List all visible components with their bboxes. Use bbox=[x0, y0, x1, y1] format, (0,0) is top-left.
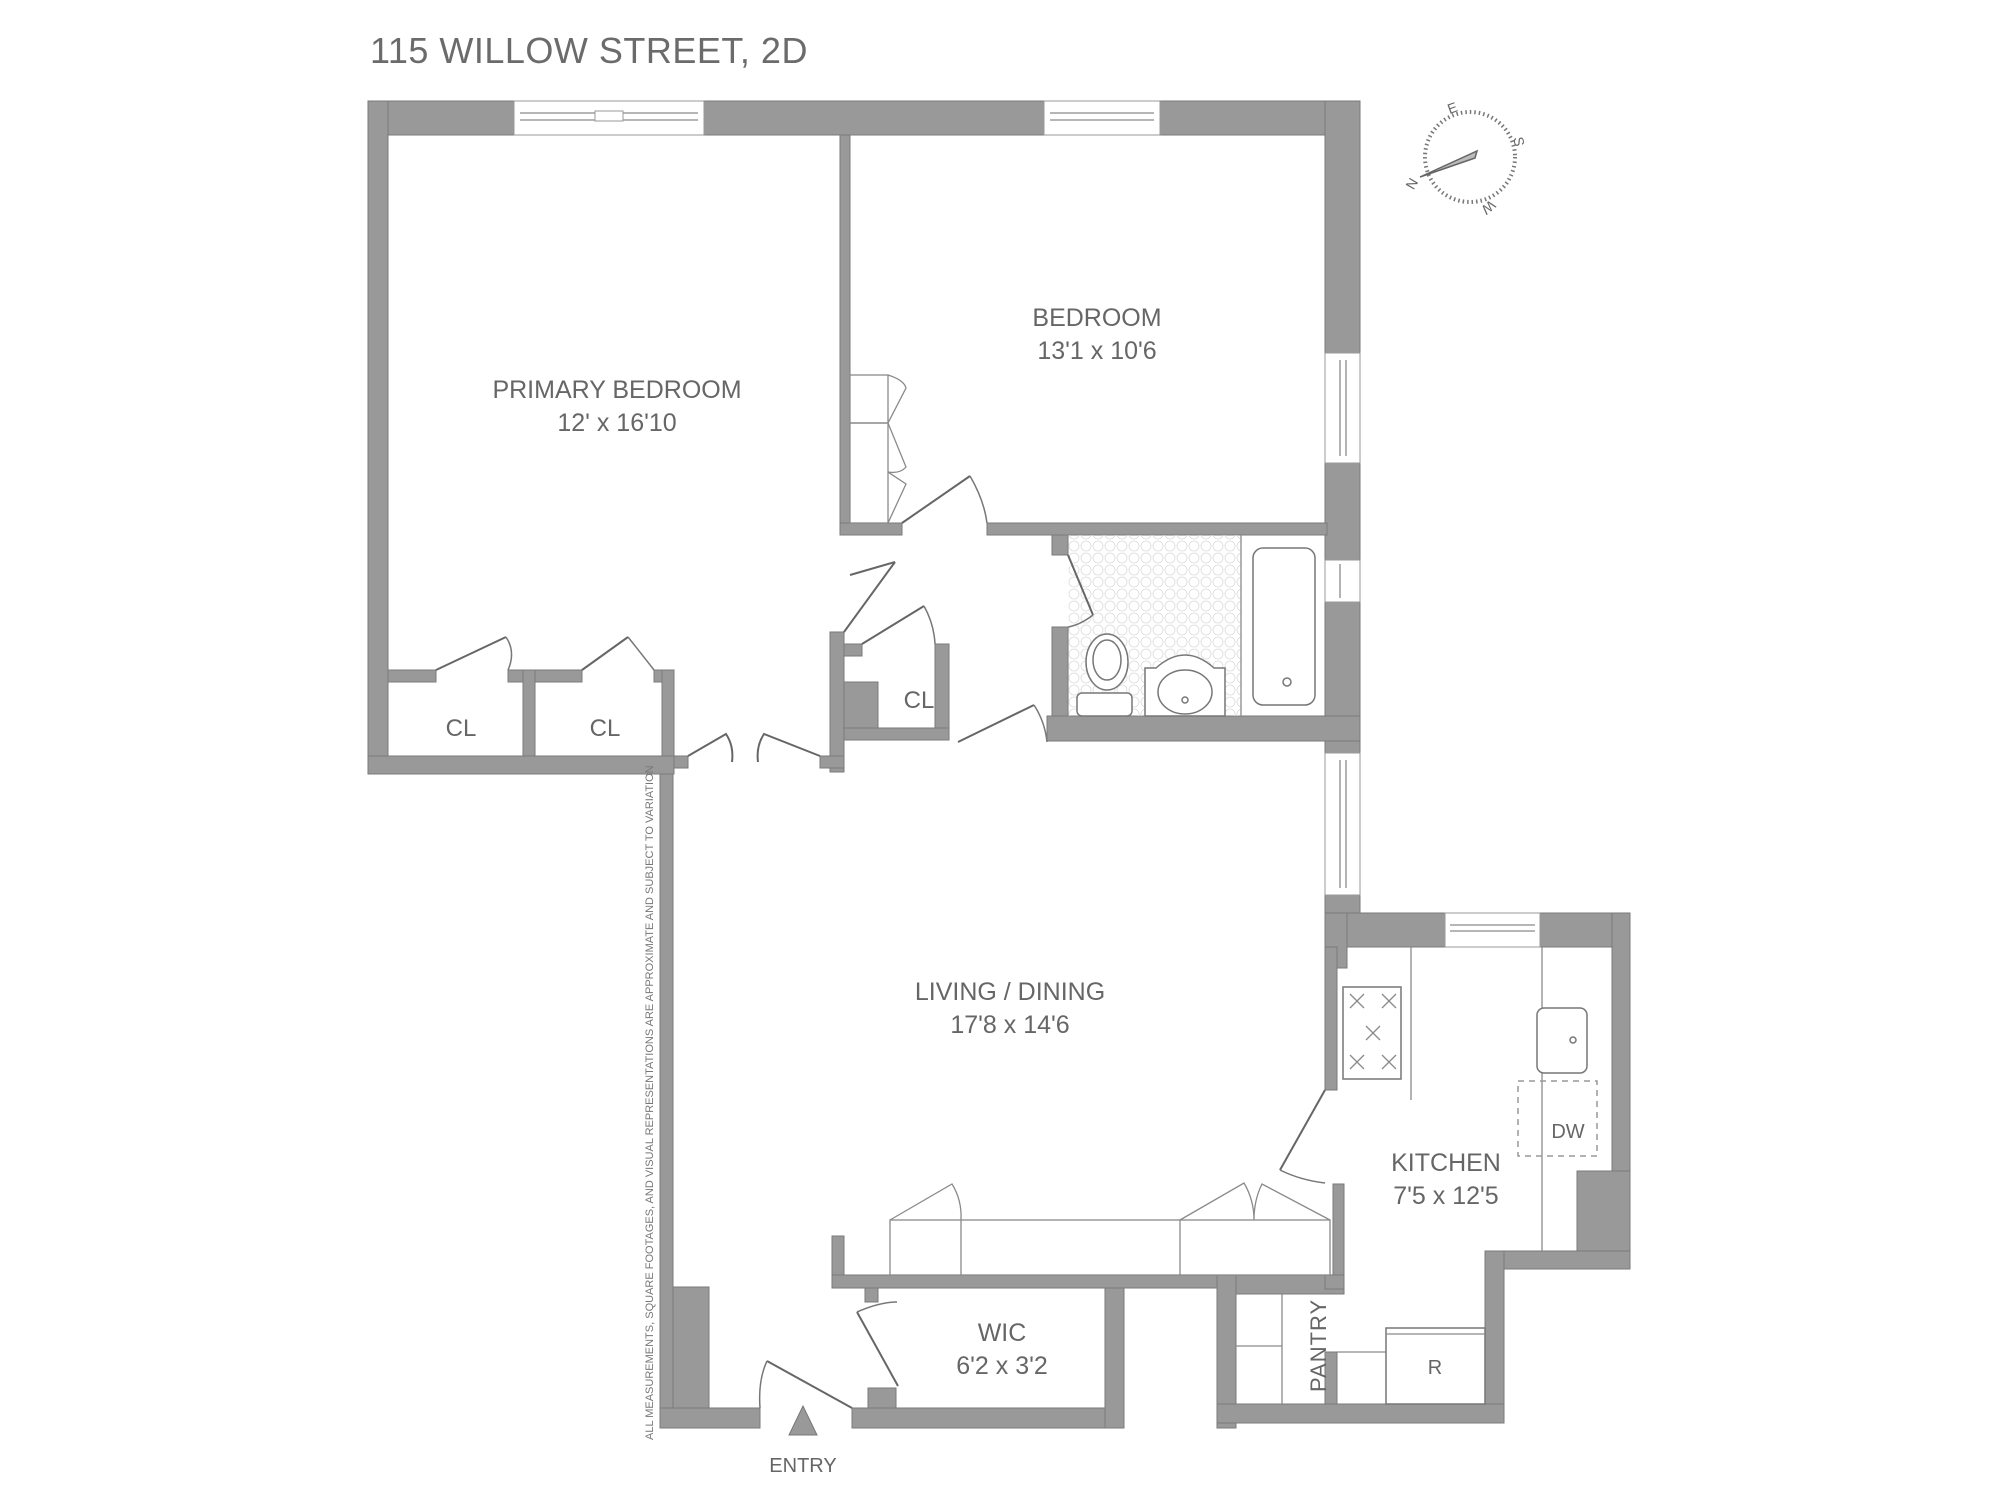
room-name: LIVING / DINING bbox=[914, 978, 1106, 1006]
entry-label: ENTRY bbox=[769, 1455, 837, 1477]
walls bbox=[367, 100, 1631, 1429]
dishwasher-label: DW bbox=[1551, 1121, 1585, 1143]
disclaimer: ALL MEASUREMENTS, SQUARE FOOTAGES, AND V… bbox=[644, 765, 656, 1440]
entry-triangle-icon bbox=[788, 1404, 818, 1436]
compass-north: N bbox=[1402, 175, 1421, 192]
room-dimensions: 13'1 x 10'6 bbox=[1037, 337, 1157, 365]
room-wic: WIC 6'2 x 3'2 bbox=[956, 1317, 1048, 1383]
refrigerator-label: R bbox=[1427, 1357, 1443, 1379]
doors bbox=[435, 374, 1331, 1409]
room-living-dining: LIVING / DINING 17'8 x 14'6 bbox=[915, 976, 1105, 1042]
listing-title: 115 WILLOW STREET, 2D bbox=[370, 30, 808, 71]
closet-3-label: CL bbox=[903, 687, 935, 714]
closet-1-label: CL bbox=[445, 715, 477, 742]
windows bbox=[513, 100, 1541, 948]
kitchen-fixtures bbox=[1236, 947, 1598, 1405]
pantry-label: PANTRY bbox=[1306, 1298, 1331, 1392]
room-bedroom: BEDROOM 13'1 x 10'6 bbox=[1032, 302, 1161, 368]
bathtub-icon bbox=[1252, 547, 1316, 706]
room-name: KITCHEN bbox=[1391, 1149, 1501, 1177]
room-name: BEDROOM bbox=[1032, 304, 1162, 332]
room-name: PRIMARY BEDROOM bbox=[492, 376, 742, 404]
room-dimensions: 6'2 x 3'2 bbox=[956, 1352, 1048, 1380]
compass-icon: N E S W bbox=[1402, 99, 1528, 215]
room-name: WIC bbox=[977, 1319, 1027, 1347]
bathroom bbox=[1067, 535, 1316, 717]
closet-2-label: CL bbox=[589, 715, 621, 742]
compass-south: S bbox=[1510, 135, 1527, 147]
refrigerator-icon bbox=[1385, 1327, 1486, 1405]
kitchen-sink-icon bbox=[1536, 1007, 1588, 1074]
room-kitchen: KITCHEN 7'5 x 12'5 bbox=[1391, 1147, 1501, 1213]
compass-east: E bbox=[1445, 99, 1459, 117]
room-dimensions: 12' x 16'10 bbox=[557, 409, 677, 437]
room-dimensions: 7'5 x 12'5 bbox=[1393, 1182, 1499, 1210]
room-dimensions: 17'8 x 14'6 bbox=[950, 1011, 1070, 1039]
room-primary-bedroom: PRIMARY BEDROOM 12' x 16'10 bbox=[492, 374, 741, 440]
